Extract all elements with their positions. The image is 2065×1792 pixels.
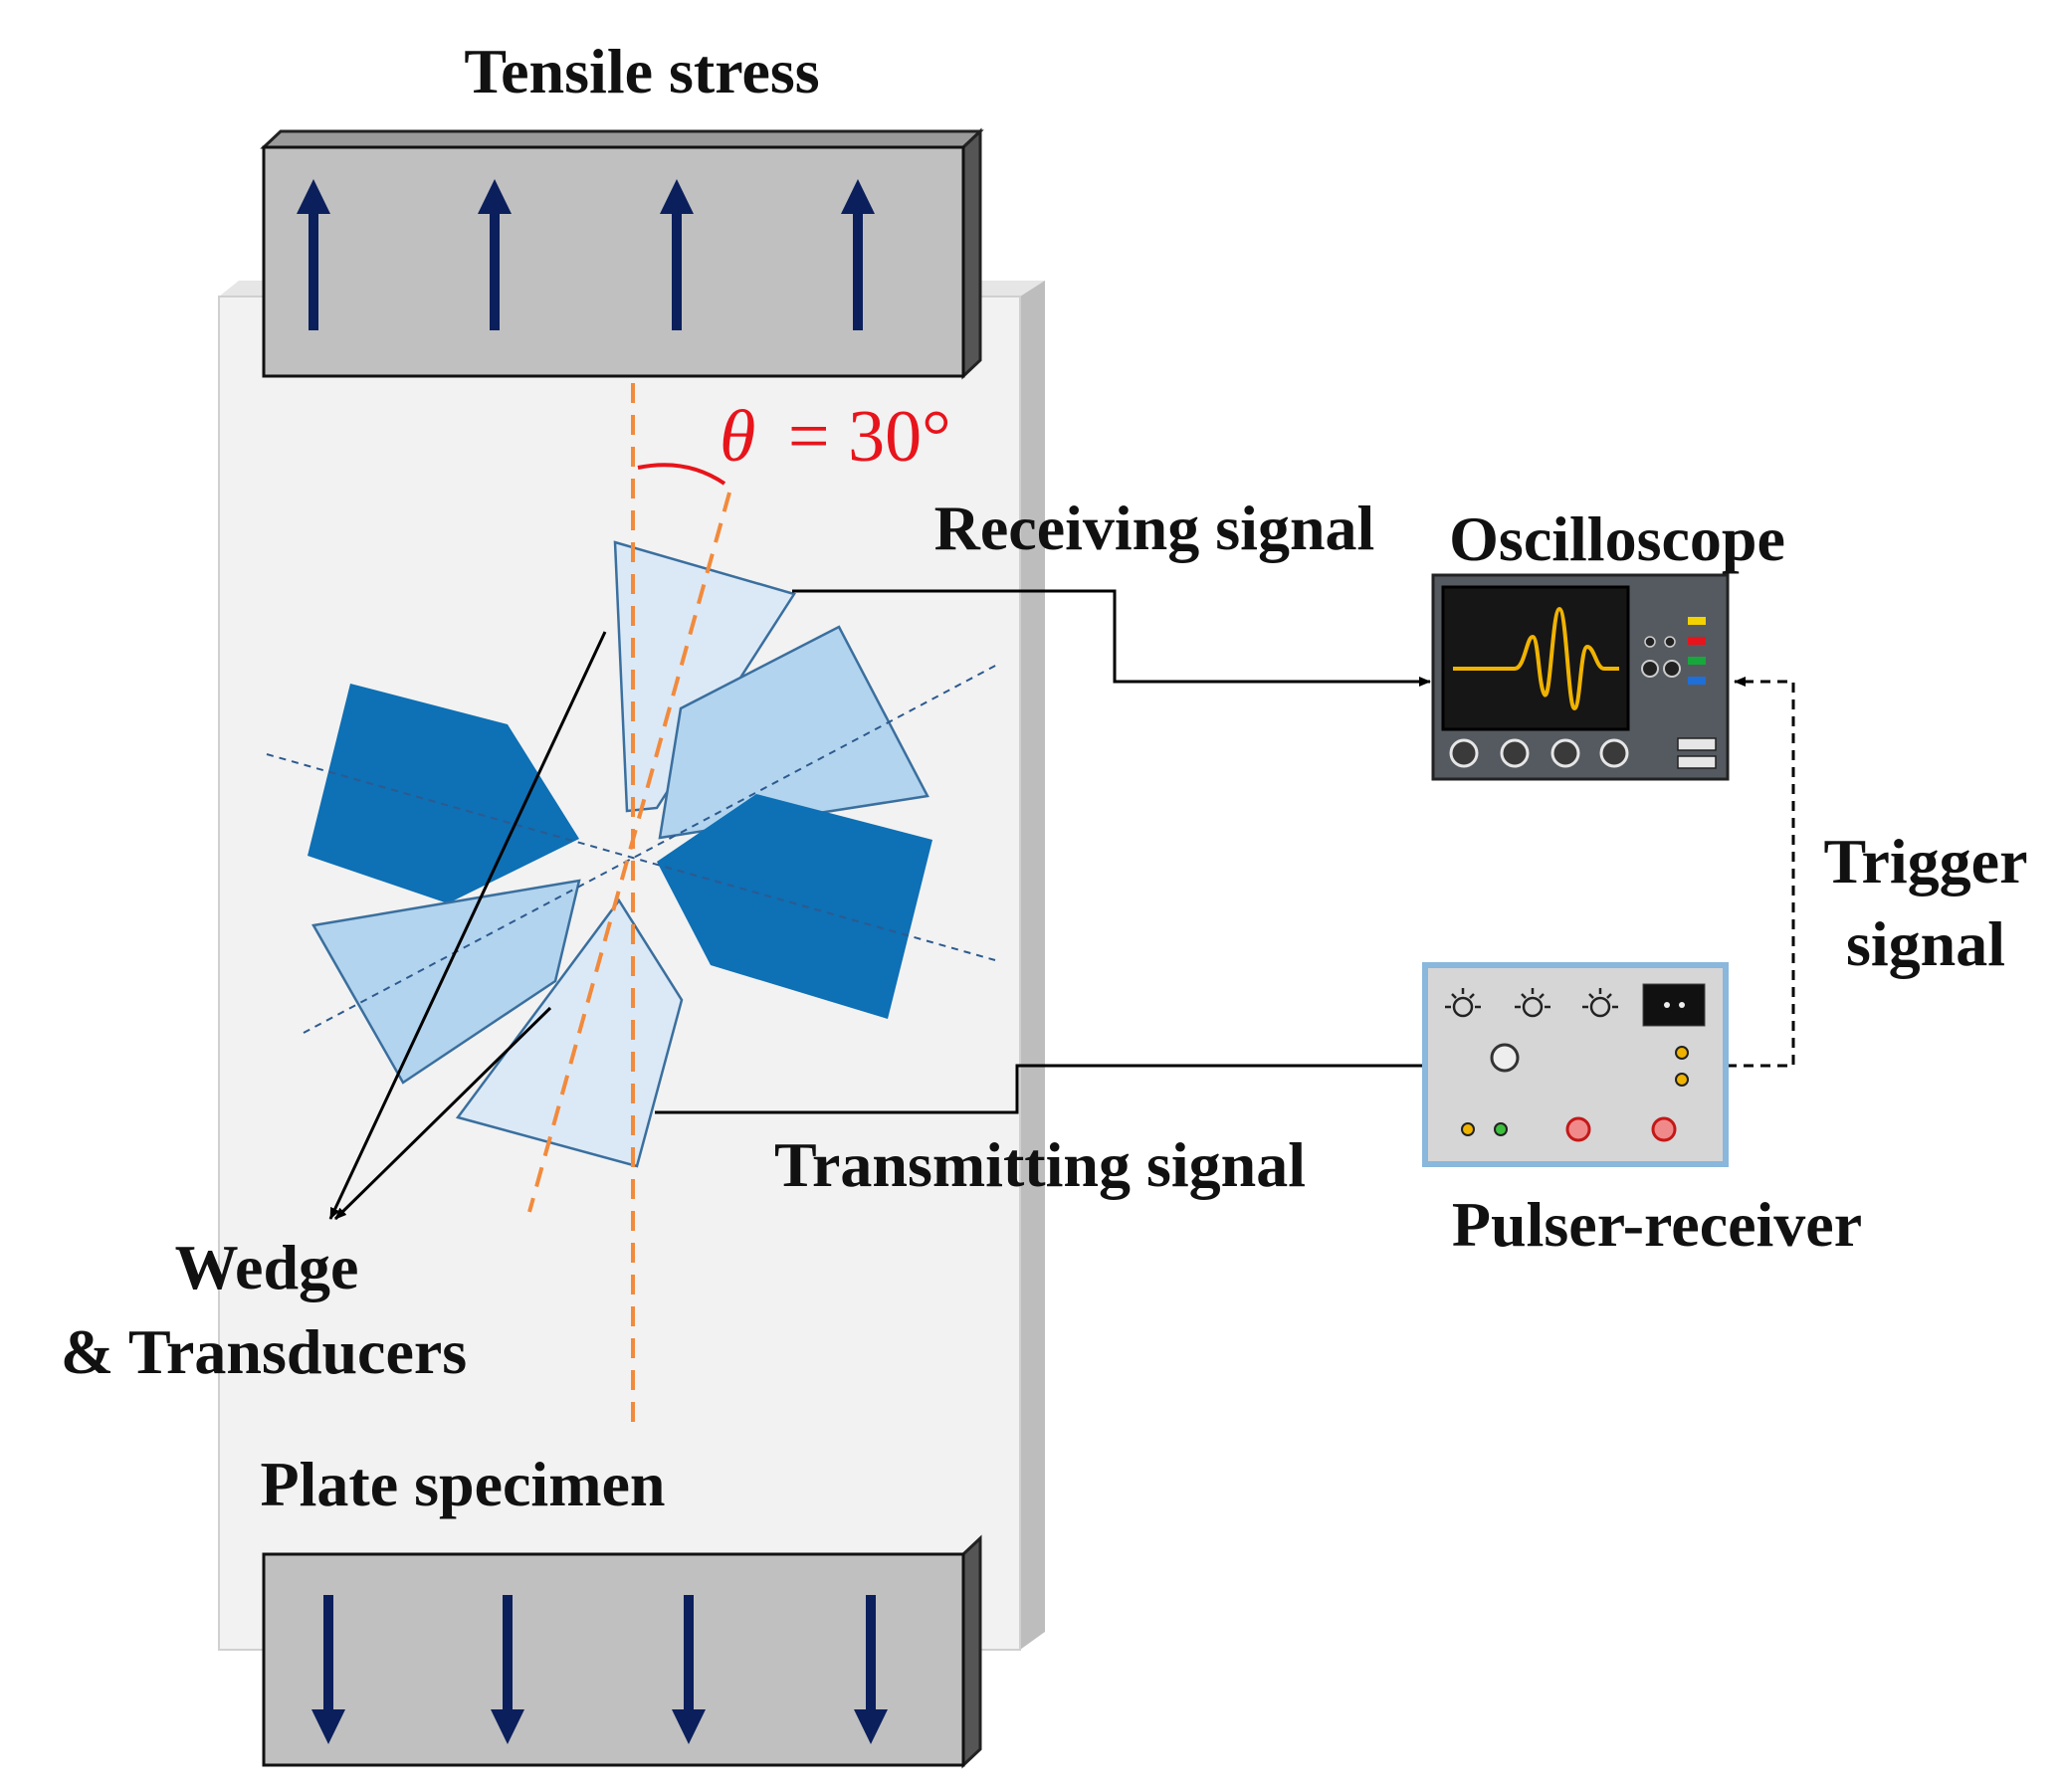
wedge-axis-lines — [266, 664, 998, 1034]
down-arrow-icon — [311, 1595, 345, 1744]
trigger-signal-wire — [1727, 677, 1795, 1068]
wedge-lower-left — [311, 879, 581, 1085]
reference-lines — [527, 383, 731, 1433]
wedge-pointer-arrows — [328, 631, 607, 1221]
oscilloscope-icon — [1431, 573, 1730, 781]
down-arrow-icon — [672, 1595, 706, 1744]
theta-label: θ = 30° — [720, 396, 951, 478]
lamp-icon — [1515, 988, 1550, 1018]
up-arrow-icon — [841, 179, 875, 330]
down-arrow-icon — [854, 1595, 888, 1744]
lamp-icon — [1445, 988, 1481, 1018]
up-arrow-icon — [660, 179, 694, 330]
tensile-arrows-up — [297, 179, 875, 330]
bottom-clamp — [262, 1534, 982, 1769]
transmitting-signal-label: Transmitting signal — [774, 1129, 1306, 1200]
pulser-receiver-icon — [1422, 962, 1729, 1167]
oscilloscope-label: Oscilloscope — [1449, 503, 1785, 574]
down-arrow-icon — [491, 1595, 524, 1744]
tensile-arrows-down — [311, 1595, 888, 1744]
receiving-signal-wire — [792, 589, 1431, 687]
receiving-signal-label: Receiving signal — [934, 493, 1375, 563]
signal-wires — [655, 589, 1795, 1114]
plate-specimen-label: Plate specimen — [261, 1449, 666, 1519]
waveform-trace — [1453, 606, 1619, 711]
trigger-signal-label-line2: signal — [1846, 908, 2005, 979]
up-arrow-icon — [297, 179, 330, 330]
angle-indicator: θ = 30° — [637, 396, 951, 486]
wedge-transducers-label-line2: & Transducers — [61, 1316, 467, 1387]
transmitting-signal-wire — [655, 1064, 1423, 1114]
tensile-stress-label: Tensile stress — [464, 36, 819, 106]
wedge-left-dark — [308, 684, 579, 903]
trigger-signal-label-line1: Trigger — [1824, 826, 2028, 896]
wedge-transducers-label-line1: Wedge — [175, 1232, 359, 1302]
wedge-upper-right — [658, 625, 929, 840]
wedge-transducer-array — [308, 540, 932, 1168]
wedge-right-dark — [657, 794, 932, 1019]
lamp-icon — [1582, 988, 1618, 1018]
pulser-receiver-label: Pulser-receiver — [1452, 1189, 1862, 1260]
up-arrow-icon — [478, 179, 512, 330]
top-clamp — [260, 127, 984, 380]
